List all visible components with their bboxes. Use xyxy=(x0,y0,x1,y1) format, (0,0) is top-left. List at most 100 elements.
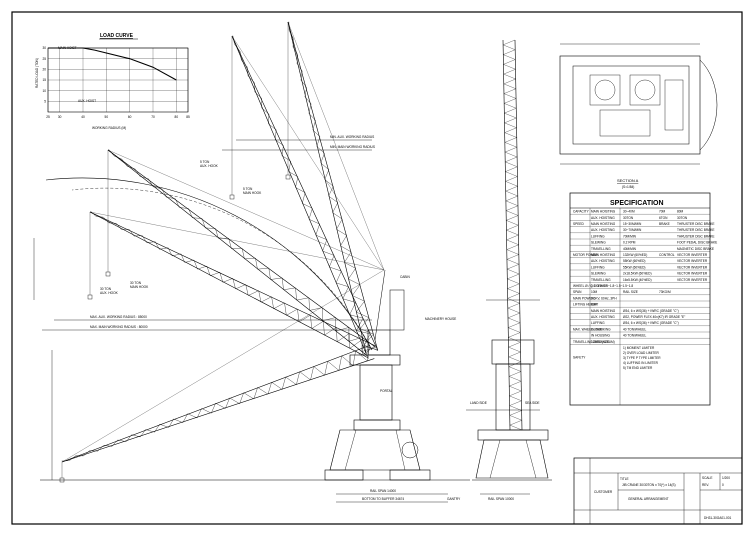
spec-cell: WHEEL Ø / Q CORNER xyxy=(573,284,608,288)
drawing-title-line1: JIB CRANE 30/30TON x 70(*) x 14(S) xyxy=(622,483,676,487)
spec-cell: AUX. HOISTING xyxy=(591,216,615,220)
title-label: TITLE xyxy=(620,477,629,481)
spec-cell: 73KG/M xyxy=(659,290,671,294)
load-curve-xlabel: WORKING RADIUS (M) xyxy=(92,126,126,130)
spec-cell: 1280M (X2SUM) xyxy=(591,340,615,344)
spec-cell: Ø22, POWER FLEX 40x(K7) IR GRADE "E" xyxy=(623,315,685,319)
load-curve-grid xyxy=(47,47,189,113)
side-rail-span-label: RAIL SPAN 10000 xyxy=(488,497,514,501)
load-curve-title: LOAD CURVE xyxy=(100,33,134,39)
spec-cell: SLEWING xyxy=(591,272,606,276)
spec-cell: 30~40M xyxy=(623,210,635,214)
crane-elevation-view: MIN. AUX. WORKING RADIUS MIN. MAIN WORKI… xyxy=(33,21,540,503)
portal-tower xyxy=(324,269,431,481)
spec-cell: 70M xyxy=(659,210,666,214)
load-curve-xtick-label: 80 xyxy=(175,115,179,119)
spec-cell: RAIL SIZE xyxy=(623,290,638,294)
spec-cell: LUFFING xyxy=(591,265,605,269)
spec-cell: SLEWING xyxy=(591,241,606,245)
aux-hoist-label: AUX. HOIST xyxy=(78,99,96,103)
gantry-label: GANTRY xyxy=(447,497,461,501)
spec-cell: 132KW (60%ED) xyxy=(623,253,647,257)
hoist-ropes xyxy=(59,22,291,483)
spec-cell: VECTOR INVERTER xyxy=(677,265,708,269)
scale-label: SCALE xyxy=(702,476,712,480)
dimension-lines xyxy=(42,139,530,503)
spec-cell: MAIN HOISTING xyxy=(591,222,616,226)
max-aux-radius-label: MAX. AUX. WORKING RADIUS : 85000 xyxy=(90,315,147,319)
hook-label-2: AUX. HOOK xyxy=(100,291,119,295)
machinery-house-label: MACHINERY HOUSE xyxy=(425,317,456,321)
spec-cell: 1.5~1.8~1.5~1.8~1.5~1.5~1.8 xyxy=(591,284,633,288)
luffing-ties xyxy=(61,21,385,463)
portal-label: PORTAL xyxy=(380,389,393,393)
main-hoist-label: MAIN HOIST xyxy=(58,46,77,50)
spec-cell: FOOT PEDAL DISC BRAKE xyxy=(677,241,717,245)
spec-cell: VECTOR INVERTER xyxy=(677,278,708,282)
spec-cell: 55KW (60%ED) xyxy=(623,259,646,263)
spec-cell: MAIN HOISTING xyxy=(591,253,616,257)
spec-cell: 30~70M/MIN xyxy=(623,228,642,232)
spec-cell: THRUSTER DISC BRAKE xyxy=(677,222,715,226)
drawing-title-line2: GENERAL ARRANGEMENT xyxy=(628,497,669,501)
safety-item: 5) TM END LIMITER xyxy=(623,366,653,370)
section-a-plan: SECTION A (S=1/84) xyxy=(559,43,718,189)
spec-cell: TRAVELLING DISTANCE xyxy=(573,340,609,344)
spec-cell: 80M xyxy=(591,303,598,307)
drawing-number: DH31-30GA01-001 xyxy=(704,516,732,520)
spec-cell: 15~30M/MIN xyxy=(623,222,642,226)
spec-cell: 40 TON/WHEEL xyxy=(623,327,646,331)
spec-cell: TRAVELLING xyxy=(591,278,611,282)
side-view-mast xyxy=(486,39,540,431)
min-main-radius-label: MIN. MAIN WORKING RADIUS xyxy=(330,145,375,149)
spec-cell: TRAVELLING xyxy=(591,247,611,251)
spec-cell: MAIN POWER xyxy=(573,296,595,300)
safety-item: 3) TYPE P TYPE LIMITER xyxy=(623,356,661,360)
jib-boom-top xyxy=(287,21,379,354)
safety-item: 2) OVER LOAD LIMITER xyxy=(623,351,659,355)
spec-cell: THRUSTER DISC BRAKE xyxy=(677,234,715,238)
spec-cell: VECTOR INVERTER xyxy=(677,272,708,276)
crane-side-view xyxy=(466,39,552,481)
title-block: CUSTOMER TITLE JIB CRANE 30/30TON x 70(*… xyxy=(573,457,743,525)
spec-cell: IN HOUSING xyxy=(591,334,610,338)
spec-cell: LIFTING HEIGHT xyxy=(573,303,598,307)
drawing-border xyxy=(11,11,743,525)
load-curve-ytick-label: 30 xyxy=(42,46,46,50)
spec-cell: 55KW (60%ED) xyxy=(623,265,646,269)
load-curve-ytick-label: 25 xyxy=(42,57,46,61)
spec-cell: 6.6KV, 60Hz, 3PH xyxy=(591,296,617,300)
spec-cell: 10M xyxy=(591,290,598,294)
spec-cell: Ø34, 6 x WS(36) + IWRC (GRADE "C") xyxy=(623,321,679,325)
spec-cell: IN WORKING xyxy=(591,327,611,331)
cabin-label: CABIN xyxy=(400,275,410,279)
spec-cell: 6TON xyxy=(659,216,668,220)
load-curve-xtick-label: 50 xyxy=(105,115,109,119)
max-main-radius-label: MAX. MAIN WORKING RADIUS : 80000 xyxy=(90,325,148,329)
rail-span-label: RAIL SPAN 14000 xyxy=(370,489,396,493)
sea-side-label: SEA SIDE xyxy=(525,401,540,405)
spec-cell: VECTOR INVERTER xyxy=(677,253,708,257)
safety-item: 4) LUFFING IN LIMITER xyxy=(623,361,659,365)
jib-boom-lowest xyxy=(61,345,375,463)
load-curve-xtick-label: 30 xyxy=(58,115,62,119)
